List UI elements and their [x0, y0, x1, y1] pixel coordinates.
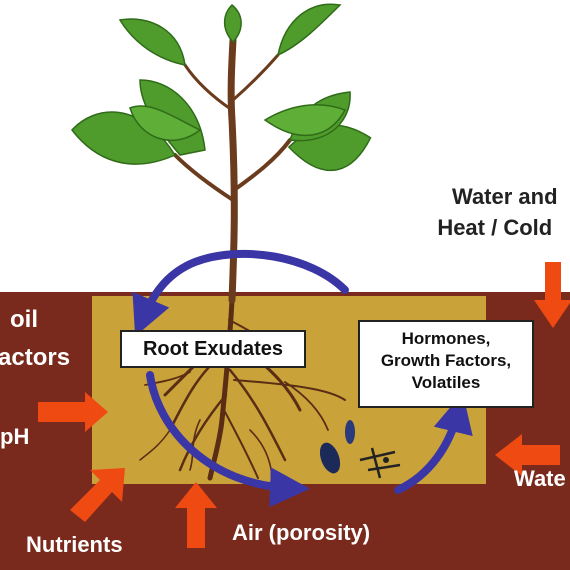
hormones-line-1: Hormones,: [401, 329, 491, 348]
root-exudates-label: Root Exudates: [142, 338, 284, 360]
hormones-box: Hormones, Growth Factors, Volatiles: [358, 320, 534, 408]
root-exudates-box: Root Exudates: [120, 330, 306, 368]
stem-icon: [173, 36, 292, 304]
nutrients-label: Nutrients: [26, 532, 123, 557]
soil-factors-label: oil actors: [0, 306, 70, 371]
water-heat-line-2: Heat / Cold: [437, 215, 553, 241]
water-label: Wate: [514, 466, 566, 491]
cycle-arrows: [132, 249, 473, 508]
factor-arrows: [38, 262, 570, 548]
water-heat-line-1: Water and: [452, 184, 558, 209]
soil-factors-line-1: oil: [10, 306, 38, 333]
air-porosity-label: Air (porosity): [232, 520, 371, 545]
hormones-line-2: Growth Factors,: [380, 350, 512, 370]
ph-label: pH: [0, 424, 30, 449]
soil-factors-line-2: actors: [0, 343, 71, 371]
water-heat-label: Water and Heat / Cold: [432, 184, 558, 241]
hormones-line-3: Volatiles: [411, 372, 481, 392]
microbe-icon: [319, 420, 401, 479]
leaf-icon: [71, 3, 372, 172]
